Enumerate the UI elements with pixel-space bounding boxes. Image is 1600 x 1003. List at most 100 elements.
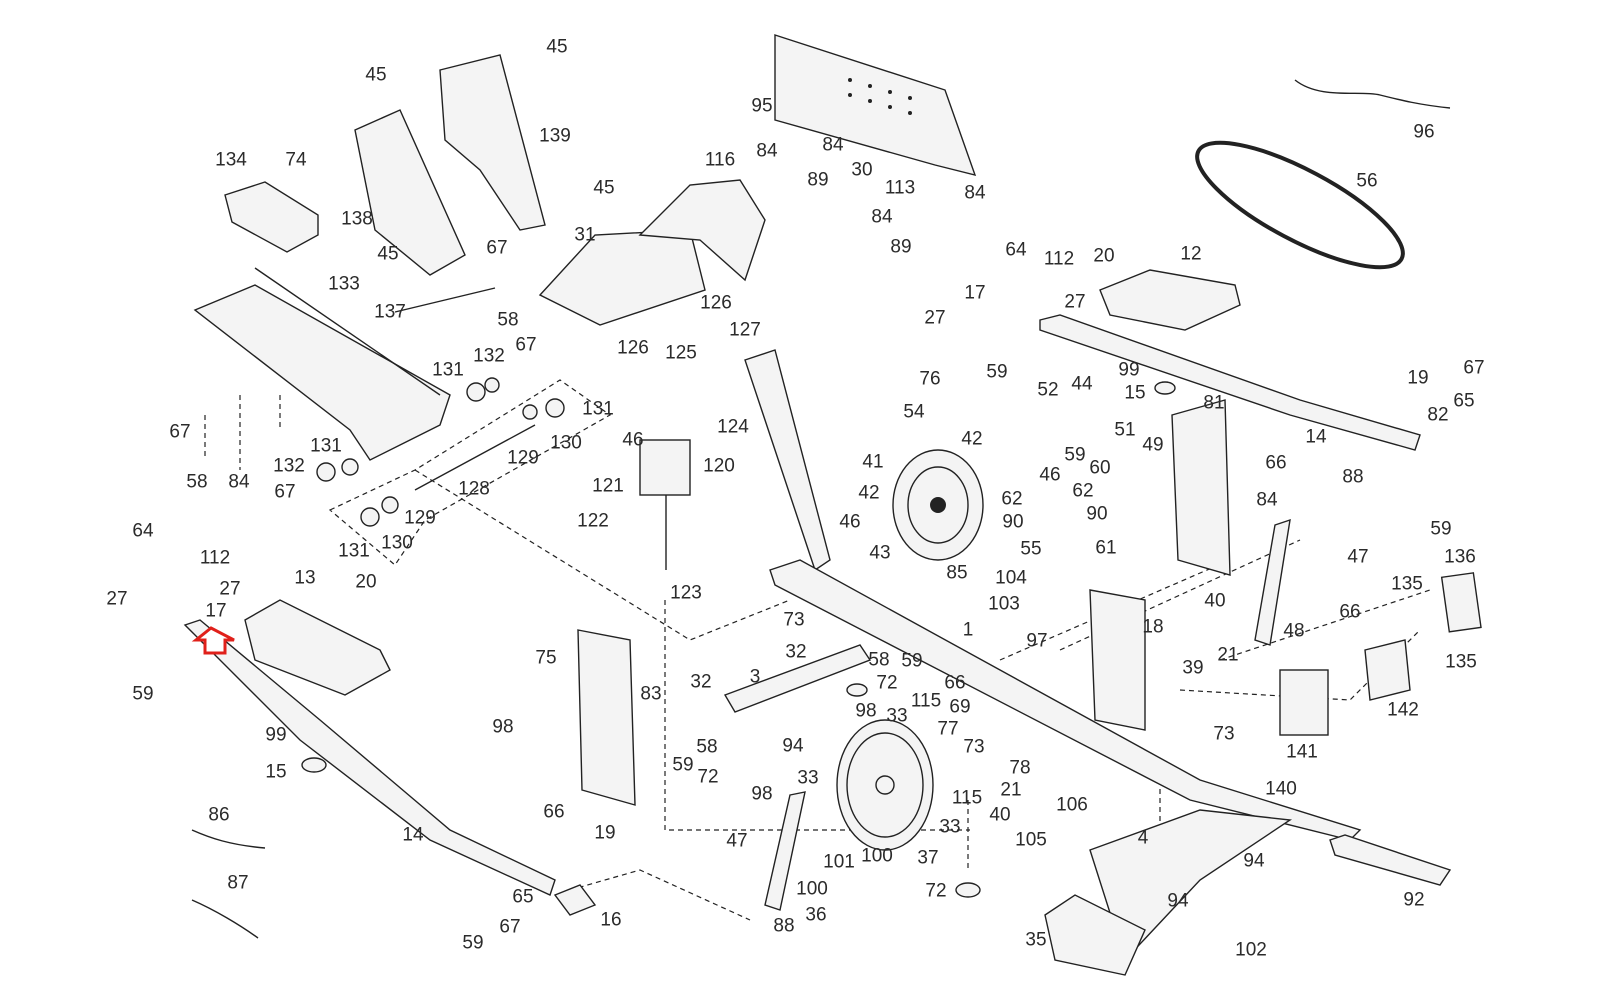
part-label-133: 133 <box>328 273 360 295</box>
part-label-135: 135 <box>1445 651 1477 673</box>
part-label-52: 52 <box>1037 379 1059 401</box>
part-label-43: 43 <box>869 542 891 564</box>
part-label-32: 32 <box>785 641 807 663</box>
part-label-112: 112 <box>199 547 231 569</box>
part-142-plate <box>1364 639 1411 701</box>
part-label-81: 81 <box>1203 392 1225 414</box>
part-14-pedal-arm-left <box>183 619 556 896</box>
part-label-20: 20 <box>355 571 377 593</box>
part-label-33: 33 <box>939 816 961 838</box>
part-label-66: 66 <box>543 801 565 823</box>
part-label-115: 115 <box>951 787 983 809</box>
part-48-link <box>1254 518 1291 646</box>
part-label-130: 130 <box>550 432 582 454</box>
part-label-94: 94 <box>1243 850 1265 872</box>
part-label-58: 58 <box>696 736 718 758</box>
part-label-66: 66 <box>944 672 966 694</box>
part-label-1: 1 <box>962 619 974 641</box>
part-label-131: 131 <box>432 359 464 381</box>
part-96-power-cord <box>1294 79 1451 109</box>
part-label-94: 94 <box>1167 890 1189 912</box>
part-label-90: 90 <box>1086 503 1108 525</box>
part-label-105: 105 <box>1015 829 1047 851</box>
part-56-belt <box>1195 140 1405 270</box>
part-label-59: 59 <box>132 683 154 705</box>
part-label-27: 27 <box>924 307 946 329</box>
highlight-arrow-icon <box>191 626 235 655</box>
part-30-console <box>774 34 977 176</box>
part-86-cable <box>191 829 266 849</box>
part-label-84: 84 <box>964 182 986 204</box>
part-label-64: 64 <box>132 520 154 542</box>
part-label-61: 61 <box>1095 537 1117 559</box>
part-92-rail <box>1329 834 1452 886</box>
part-label-113: 113 <box>884 177 916 199</box>
part-label-37: 37 <box>917 847 939 869</box>
part-label-59: 59 <box>462 932 484 954</box>
part-35-cover <box>1044 894 1146 976</box>
part-label-64: 64 <box>1005 239 1027 261</box>
part-label-59: 59 <box>986 361 1008 383</box>
part-116-shroud <box>638 179 766 282</box>
part-label-21: 21 <box>1217 644 1239 666</box>
part-label-27: 27 <box>106 588 128 610</box>
part-label-67: 67 <box>515 334 537 356</box>
part-label-89: 89 <box>890 236 912 258</box>
part-label-27: 27 <box>219 578 241 600</box>
part-label-72: 72 <box>876 672 898 694</box>
part-label-134: 134 <box>215 149 247 171</box>
part-label-85: 85 <box>946 562 968 584</box>
part-label-129: 129 <box>507 447 539 469</box>
part-label-65: 65 <box>1453 390 1475 412</box>
part-label-35: 35 <box>1025 929 1047 951</box>
part-label-30: 30 <box>851 159 873 181</box>
part-87-cable <box>191 899 259 939</box>
part-label-58: 58 <box>497 309 519 331</box>
part-label-123: 123 <box>670 582 702 604</box>
part-label-102: 102 <box>1235 939 1267 961</box>
part-label-137: 137 <box>374 301 406 323</box>
part-label-20: 20 <box>1093 245 1115 267</box>
part-label-17: 17 <box>205 600 227 622</box>
part-label-84: 84 <box>1256 489 1278 511</box>
part-label-82: 82 <box>1427 404 1449 426</box>
part-label-45: 45 <box>546 36 568 58</box>
part-label-19: 19 <box>594 822 616 844</box>
part-label-128: 128 <box>458 478 490 500</box>
part-label-21: 21 <box>1000 779 1022 801</box>
part-label-56: 56 <box>1356 170 1378 192</box>
part-label-78: 78 <box>1009 757 1031 779</box>
part-label-55: 55 <box>1020 538 1042 560</box>
part-label-69: 69 <box>949 696 971 718</box>
part-label-129: 129 <box>404 507 436 529</box>
part-label-135: 135 <box>1391 573 1423 595</box>
part-label-45: 45 <box>377 243 399 265</box>
part-label-75: 75 <box>535 647 557 669</box>
part-label-86: 86 <box>208 804 230 826</box>
part-139-cover <box>439 54 546 231</box>
part-label-100: 100 <box>861 845 893 867</box>
part-label-126: 126 <box>700 292 732 314</box>
part-36-link <box>764 791 806 911</box>
part-label-36: 36 <box>805 904 827 926</box>
part-16-bracket <box>553 884 597 916</box>
part-label-139: 139 <box>539 125 571 147</box>
part-label-19: 19 <box>1407 367 1429 389</box>
part-label-39: 39 <box>1182 657 1204 679</box>
part-label-121: 121 <box>592 475 624 497</box>
part-81-panel <box>1171 399 1231 576</box>
part-label-126: 126 <box>617 337 649 359</box>
part-label-54: 54 <box>903 401 925 423</box>
part-label-59: 59 <box>672 754 694 776</box>
part-label-87: 87 <box>227 872 249 894</box>
part-label-142: 142 <box>1387 699 1419 721</box>
part-label-88: 88 <box>1342 466 1364 488</box>
part-label-67: 67 <box>499 916 521 938</box>
part-label-77: 77 <box>937 718 959 740</box>
part-label-32: 32 <box>690 671 712 693</box>
part-label-45: 45 <box>365 64 387 86</box>
part-label-45: 45 <box>593 177 615 199</box>
part-label-90: 90 <box>1002 511 1024 533</box>
part-label-130: 130 <box>381 532 413 554</box>
part-label-58: 58 <box>186 471 208 493</box>
